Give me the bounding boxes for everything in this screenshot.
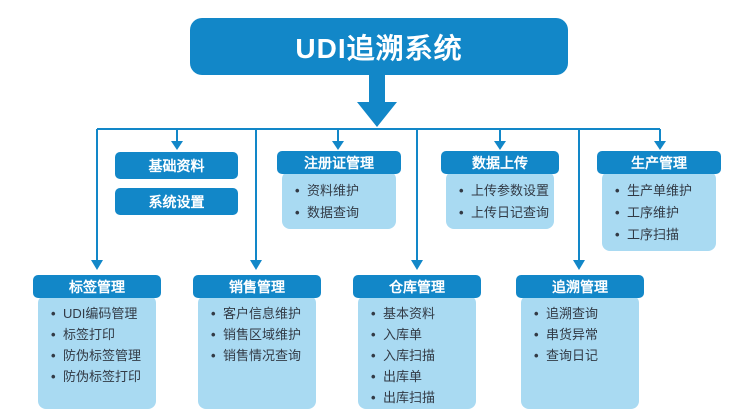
group-item: 上传日记查询 bbox=[459, 202, 550, 224]
group-item-list: 生产单维护 工序维护 工序扫描 bbox=[602, 171, 716, 251]
group-title: 注册证管理 bbox=[277, 151, 401, 174]
group-registration-management: 注册证管理 资料维护 数据查询 bbox=[277, 151, 401, 229]
group-item: 标签打印 bbox=[51, 324, 152, 345]
group-item: 数据查询 bbox=[295, 202, 392, 224]
group-item: 防伪标签管理 bbox=[51, 345, 152, 366]
group-item: 工序扫描 bbox=[615, 224, 712, 246]
group-item: 入库单 bbox=[371, 324, 472, 345]
group-item: 出库扫描 bbox=[371, 387, 472, 408]
group-production-management: 生产管理 生产单维护 工序维护 工序扫描 bbox=[597, 151, 721, 251]
group-warehouse-management: 仓库管理 基本资料 入库单 入库扫描 出库单 出库扫描 bbox=[353, 275, 481, 409]
group-data-upload: 数据上传 上传参数设置 上传日记查询 bbox=[441, 151, 559, 229]
group-item-list: UDI编码管理 标签打印 防伪标签管理 防伪标签打印 bbox=[38, 295, 156, 409]
group-item-list: 追溯查询 串货异常 查询日记 bbox=[521, 295, 639, 409]
group-title: 追溯管理 bbox=[516, 275, 644, 298]
group-item: 基本资料 bbox=[371, 303, 472, 324]
group-item: 串货异常 bbox=[534, 324, 635, 345]
root-node: UDI追溯系统 bbox=[190, 18, 568, 75]
group-item-list: 基本资料 入库单 入库扫描 出库单 出库扫描 bbox=[358, 295, 476, 409]
group-item: 上传参数设置 bbox=[459, 180, 550, 202]
group-item: 防伪标签打印 bbox=[51, 366, 152, 387]
group-item-list: 资料维护 数据查询 bbox=[282, 171, 396, 229]
root-arrow bbox=[357, 74, 397, 127]
node-system-settings: 系统设置 bbox=[115, 188, 238, 215]
group-item: 销售区域维护 bbox=[211, 324, 312, 345]
node-basic-data: 基础资料 bbox=[115, 152, 238, 179]
group-item: 出库单 bbox=[371, 366, 472, 387]
group-item: 客户信息维护 bbox=[211, 303, 312, 324]
group-title: 仓库管理 bbox=[353, 275, 481, 298]
group-item: 工序维护 bbox=[615, 202, 712, 224]
group-item: 资料维护 bbox=[295, 180, 392, 202]
group-title: 标签管理 bbox=[33, 275, 161, 298]
group-item: 追溯查询 bbox=[534, 303, 635, 324]
group-title: 生产管理 bbox=[597, 151, 721, 174]
group-label-management: 标签管理 UDI编码管理 标签打印 防伪标签管理 防伪标签打印 bbox=[33, 275, 161, 409]
group-title: 数据上传 bbox=[441, 151, 559, 174]
group-item: 查询日记 bbox=[534, 345, 635, 366]
group-sales-management: 销售管理 客户信息维护 销售区域维护 销售情况查询 bbox=[193, 275, 321, 409]
group-item: UDI编码管理 bbox=[51, 303, 152, 324]
group-item: 入库扫描 bbox=[371, 345, 472, 366]
group-trace-management: 追溯管理 追溯查询 串货异常 查询日记 bbox=[516, 275, 644, 409]
group-item: 生产单维护 bbox=[615, 180, 712, 202]
group-item-list: 上传参数设置 上传日记查询 bbox=[446, 171, 554, 229]
group-item: 销售情况查询 bbox=[211, 345, 312, 366]
group-title: 销售管理 bbox=[193, 275, 321, 298]
group-item-list: 客户信息维护 销售区域维护 销售情况查询 bbox=[198, 295, 316, 409]
